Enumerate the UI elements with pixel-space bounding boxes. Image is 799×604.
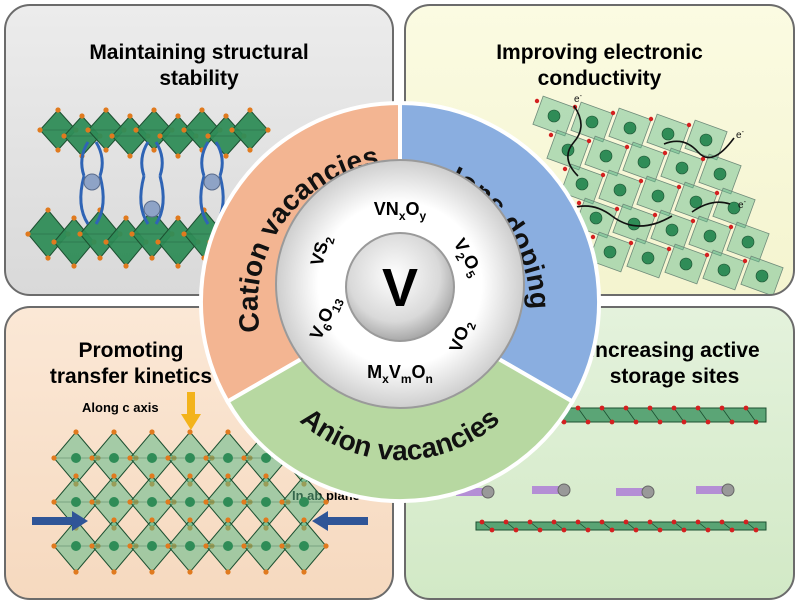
compound-v6o13: V6O13 bbox=[306, 292, 347, 344]
along-c-axis-label: Along c axis bbox=[82, 400, 159, 415]
electron-label: e- bbox=[738, 199, 747, 211]
pillar-ions bbox=[79, 141, 225, 225]
doped-lattice-illustration: e- e- e- e- bbox=[532, 93, 784, 294]
panel-title-line2: stability bbox=[159, 67, 239, 90]
panel-title-line2: conductivity bbox=[537, 67, 662, 90]
compound-mxvmon: MxVmOn bbox=[367, 362, 433, 386]
panel-title-line1: Maintaining structural bbox=[89, 41, 309, 64]
electron-label: e- bbox=[736, 129, 745, 141]
octahedra-layer-top bbox=[37, 107, 271, 159]
c-axis-arrow bbox=[181, 392, 201, 430]
panel-title-line1: Promoting bbox=[78, 339, 184, 362]
octahedra-framework bbox=[51, 429, 329, 575]
core-element-v: V bbox=[382, 258, 418, 318]
electron-label: e- bbox=[574, 93, 583, 105]
3d-framework-illustration bbox=[32, 392, 368, 575]
tilted-lattice bbox=[532, 95, 784, 294]
ab-plane-arrows bbox=[32, 511, 368, 531]
panel-title-line2: storage sites bbox=[609, 365, 740, 388]
electron-paths bbox=[555, 105, 735, 227]
panel-title-line2: transfer kinetics bbox=[49, 365, 213, 388]
compound-vnxoy: VNxOy bbox=[374, 199, 427, 223]
core-disc bbox=[345, 232, 455, 342]
panel-title-line1: Increasing active bbox=[589, 339, 760, 362]
intercalated-ions bbox=[456, 483, 735, 499]
panel-title-line1: Improving electronic bbox=[496, 41, 703, 64]
